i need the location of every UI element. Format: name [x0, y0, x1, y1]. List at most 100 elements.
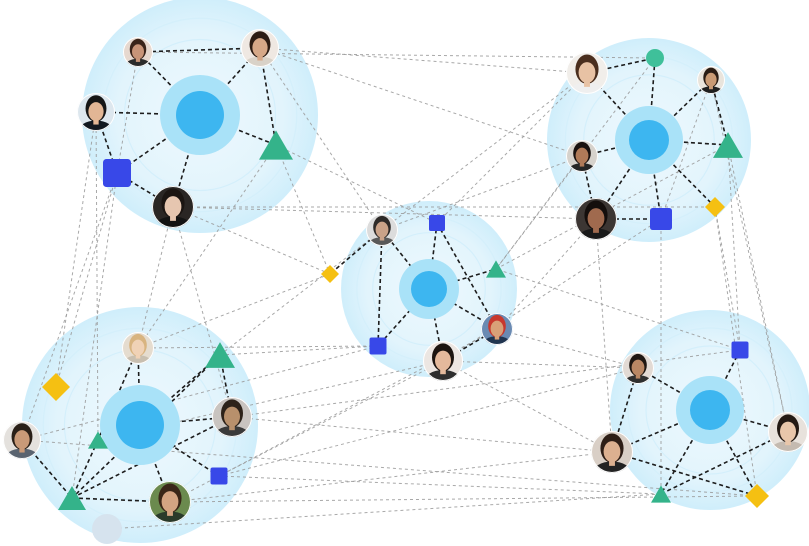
person-avatar-icon: [481, 313, 513, 345]
connection-line: [55, 172, 118, 388]
hub-connection-line: [71, 439, 99, 499]
connection-line: [714, 206, 741, 351]
connection-line: [381, 72, 588, 231]
connection-line: [172, 206, 597, 220]
hub-core-bottom-right: [690, 390, 730, 430]
connection-line: [496, 328, 639, 369]
connection-line: [137, 206, 174, 349]
blue-square-icon: [429, 215, 445, 231]
connection-line: [275, 144, 438, 224]
hub-connection-line: [137, 47, 261, 53]
connection-line: [97, 360, 444, 441]
connection-line: [231, 416, 613, 453]
hub-core-top-right: [629, 120, 669, 160]
hub-core-top-left: [176, 91, 224, 139]
connection-line: [495, 144, 729, 270]
hub-connection-line: [71, 416, 233, 499]
connection-line: [218, 367, 639, 477]
connection-line: [231, 349, 741, 418]
hub-connection-line: [71, 354, 221, 499]
connection-line: [710, 79, 789, 433]
connection-line: [137, 345, 379, 349]
blue-square-icon: [210, 467, 228, 485]
hub-connection-line: [648, 139, 662, 220]
connection-line: [496, 218, 597, 330]
hub-connection-line: [648, 139, 729, 146]
hub-connection-line: [586, 57, 656, 74]
yellow-diamond-icon: [705, 197, 725, 217]
blue-square-icon: [103, 159, 131, 187]
halo-ring-inner-top-left: [123, 38, 277, 192]
connection-line: [442, 218, 662, 362]
connection-line: [727, 144, 741, 351]
connection-line: [137, 144, 277, 349]
person-avatar-icon: [575, 198, 617, 240]
person-avatar-icon: [697, 66, 725, 94]
green-triangle-icon: [58, 485, 86, 511]
green-triangle-icon: [651, 485, 671, 503]
hub-connection-line: [21, 439, 73, 499]
person-avatar-icon: [123, 37, 153, 67]
connection-line: [71, 172, 118, 499]
connection-line: [660, 79, 712, 220]
halo-ring-inner-center: [372, 232, 486, 346]
person-avatar-icon: [591, 431, 633, 473]
person-avatar-icon: [3, 421, 41, 459]
hub-connection-line: [377, 288, 430, 347]
connection-line: [95, 111, 99, 441]
connection-line: [495, 268, 741, 351]
hub-connection-line: [611, 451, 758, 497]
connection-line: [436, 72, 588, 224]
connection-line: [259, 47, 383, 231]
connection-line: [169, 495, 758, 503]
connection-line: [219, 229, 383, 356]
halo-ring-inner-top-right: [583, 74, 715, 206]
person-avatar-icon: [212, 397, 252, 437]
round-dot-icon: [92, 514, 122, 544]
hub-connection-line: [428, 268, 497, 290]
connection-line: [21, 345, 379, 441]
person-avatar-icon: [77, 93, 115, 131]
hub-core-bottom-left: [116, 401, 164, 449]
person-avatar-icon: [566, 140, 598, 172]
hub-connection-line: [660, 431, 789, 495]
connection-line: [137, 51, 656, 59]
hub-core-center: [411, 271, 447, 307]
connection-line: [55, 111, 97, 388]
round-dot-icon: [646, 49, 664, 67]
connection-line: [595, 218, 613, 453]
hub-connection-line: [381, 229, 430, 290]
hub-connection-line: [377, 229, 383, 347]
connection-line: [275, 144, 331, 275]
green-triangle-icon: [713, 132, 743, 158]
hub-connection-line: [428, 288, 444, 362]
halo-ring-inner-bottom-right: [645, 345, 775, 475]
connection-line: [169, 451, 613, 503]
person-avatar-icon: [149, 481, 191, 523]
blue-square-icon: [731, 341, 749, 359]
hub-connection-line: [436, 222, 498, 330]
connection-line: [137, 273, 331, 349]
person-avatar-icon: [122, 332, 154, 364]
person-avatar-icon: [423, 341, 463, 381]
connection-line: [442, 360, 639, 369]
connection-line: [172, 206, 331, 275]
person-avatar-icon: [241, 29, 279, 67]
green-triangle-icon: [88, 431, 108, 449]
connection-line: [106, 493, 662, 530]
green-triangle-icon: [205, 342, 235, 368]
person-avatar-icon: [566, 52, 608, 94]
connection-line: [218, 475, 662, 495]
green-triangle-icon: [486, 260, 506, 278]
connection-line: [21, 172, 118, 441]
person-avatar-icon: [622, 352, 654, 384]
connection-line: [259, 47, 583, 157]
green-triangle-icon: [259, 130, 293, 160]
yellow-diamond-icon: [321, 265, 339, 283]
hub-connection-line: [71, 497, 171, 503]
person-avatar-icon: [366, 214, 398, 246]
connection-line: [172, 206, 233, 418]
blue-square-icon: [650, 208, 672, 230]
